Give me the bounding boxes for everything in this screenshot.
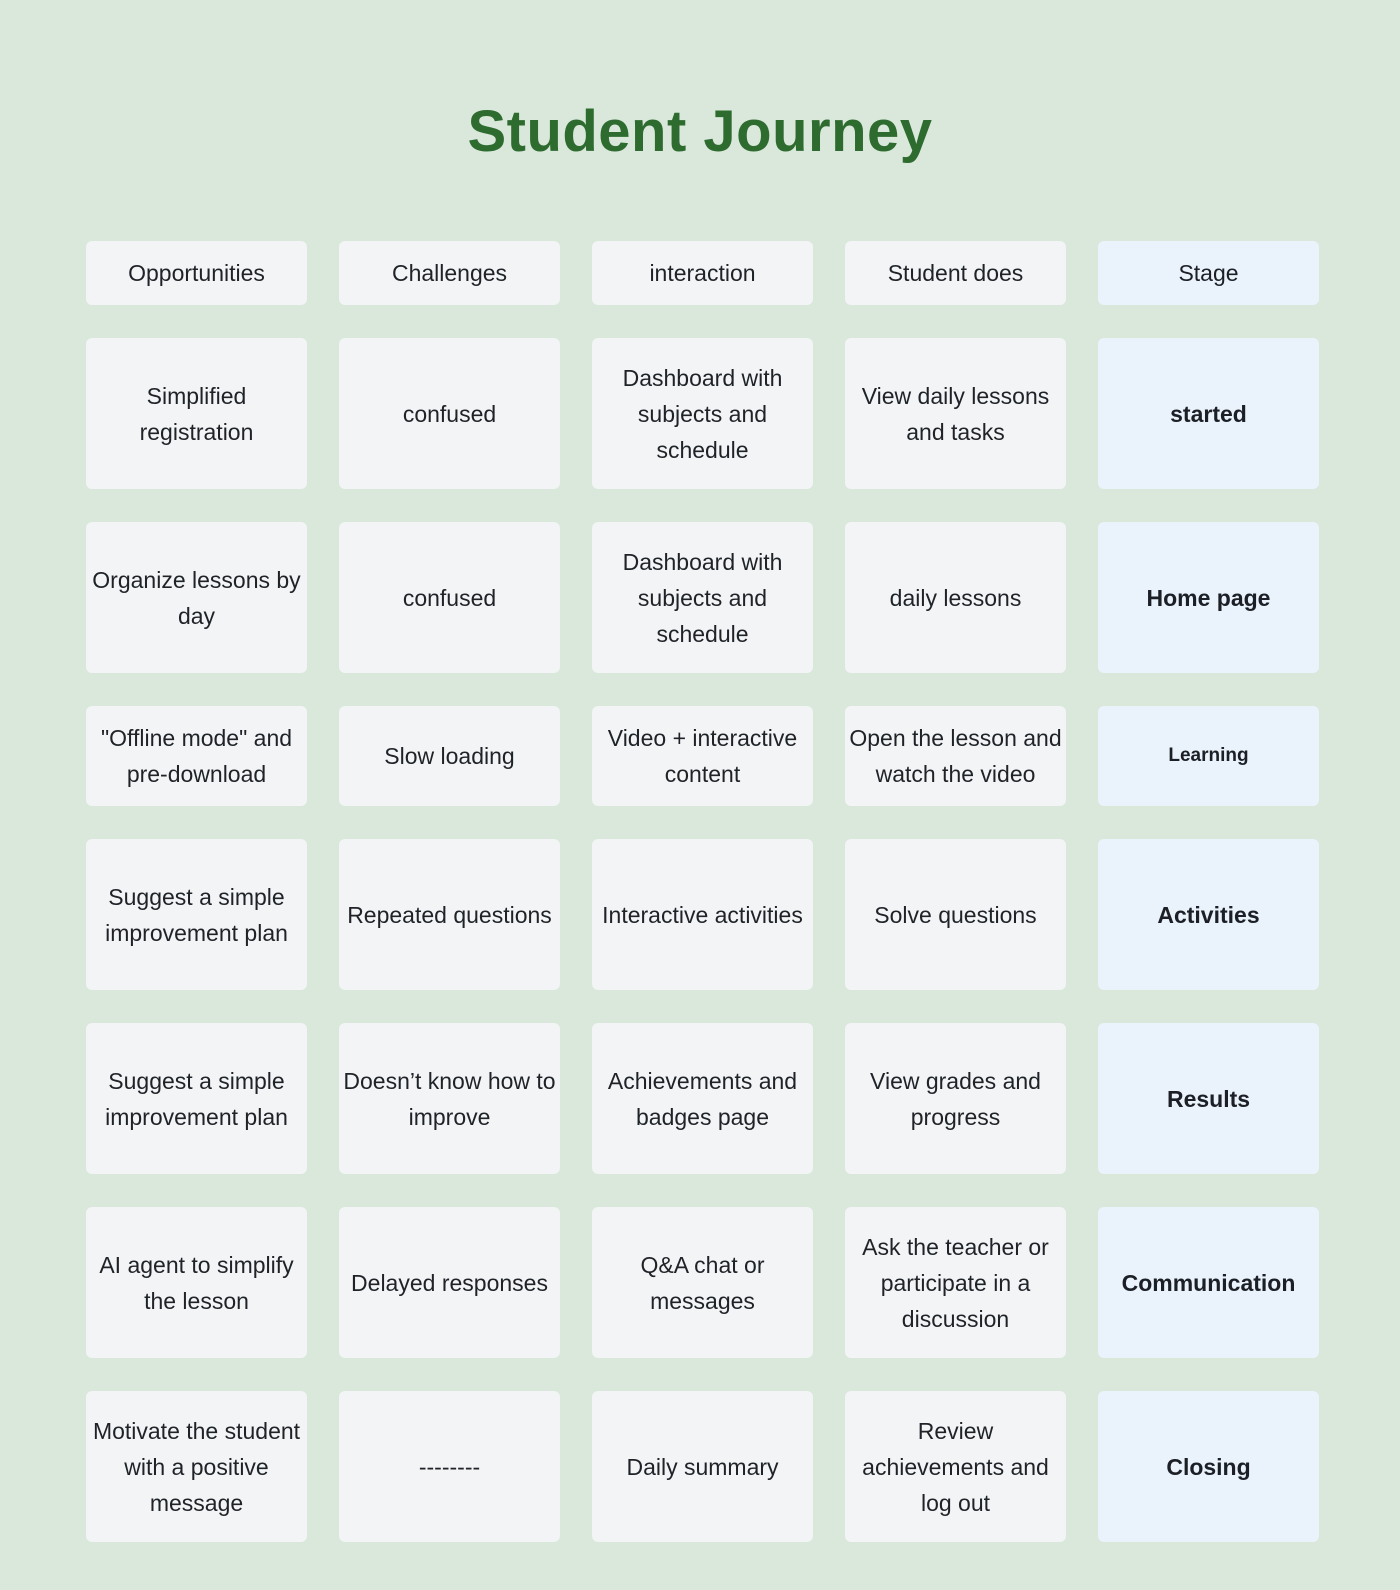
interaction-cell: Q&A chat or messages — [592, 1207, 813, 1358]
stage-cell: Home page — [1098, 522, 1319, 673]
opportunity-cell: Simplified registration — [86, 338, 307, 489]
interaction-cell: Video + interactive content — [592, 706, 813, 806]
opportunity-cell: Suggest a simple improvement plan — [86, 1023, 307, 1174]
student-action-cell: Solve questions — [845, 839, 1066, 990]
stage-cell: Closing — [1098, 1391, 1319, 1542]
opportunity-cell: "Offline mode" and pre-download — [86, 706, 307, 806]
interaction-cell: Dashboard with subjects and schedule — [592, 338, 813, 489]
column-header-stage: Stage — [1098, 241, 1319, 305]
challenge-cell: Slow loading — [339, 706, 560, 806]
challenge-cell: -------- — [339, 1391, 560, 1542]
interaction-cell: Dashboard with subjects and schedule — [592, 522, 813, 673]
challenge-cell: confused — [339, 522, 560, 673]
student-action-cell: daily lessons — [845, 522, 1066, 673]
column-header-student-does: Student does — [845, 241, 1066, 305]
interaction-cell: Daily summary — [592, 1391, 813, 1542]
interaction-cell: Achievements and badges page — [592, 1023, 813, 1174]
column-header-interaction: interaction — [592, 241, 813, 305]
table-row: Motivate the student with a positive mes… — [86, 1391, 1319, 1542]
stage-cell: Learning — [1098, 706, 1319, 806]
page-title: Student Journey — [467, 99, 933, 164]
opportunity-cell: Organize lessons by day — [86, 522, 307, 673]
challenge-cell: confused — [339, 338, 560, 489]
student-action-cell: Review achievements and log out — [845, 1391, 1066, 1542]
opportunity-cell: Suggest a simple improvement plan — [86, 839, 307, 990]
challenge-cell: Doesn’t know how to improve — [339, 1023, 560, 1174]
stage-cell: Activities — [1098, 839, 1319, 990]
opportunity-cell: AI agent to simplify the lesson — [86, 1207, 307, 1358]
challenge-cell: Delayed responses — [339, 1207, 560, 1358]
stage-cell: started — [1098, 338, 1319, 489]
column-header-opportunities: Opportunities — [86, 241, 307, 305]
student-action-cell: View grades and progress — [845, 1023, 1066, 1174]
column-header-challenges: Challenges — [339, 241, 560, 305]
student-action-cell: Open the lesson and watch the video — [845, 706, 1066, 806]
challenge-cell: Repeated questions — [339, 839, 560, 990]
stage-cell: Communication — [1098, 1207, 1319, 1358]
table-row: "Offline mode" and pre-download Slow load… — [86, 706, 1319, 806]
header-row: Opportunities Challenges interaction Stu… — [86, 241, 1319, 305]
interaction-cell: Interactive activities — [592, 839, 813, 990]
journey-table: Opportunities Challenges interaction Stu… — [86, 241, 1319, 1542]
student-action-cell: Ask the teacher or participate in a disc… — [845, 1207, 1066, 1358]
student-action-cell: View daily lessons and tasks — [845, 338, 1066, 489]
opportunity-cell: Motivate the student with a positive mes… — [86, 1391, 307, 1542]
stage-cell: Results — [1098, 1023, 1319, 1174]
